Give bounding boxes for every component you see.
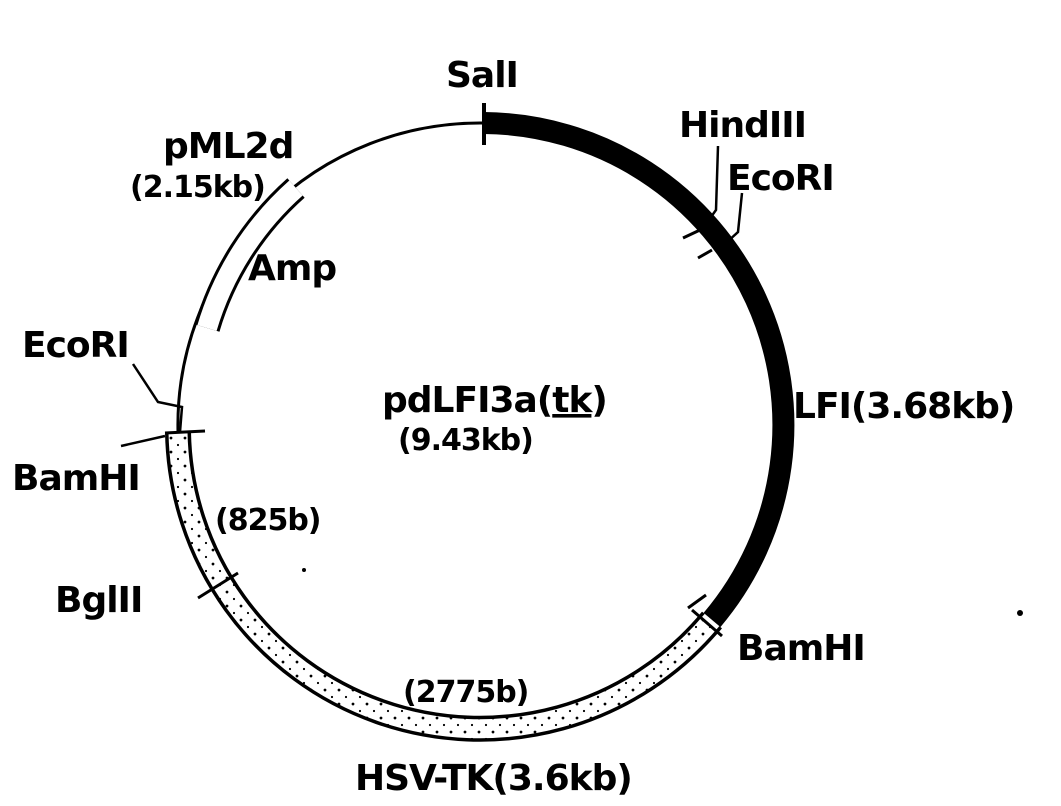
hsv-tk-2775b-label: (2775b)	[403, 675, 528, 710]
leader-lines	[120, 145, 744, 448]
hsv-tk-825b-label: (825b)	[215, 503, 321, 538]
sali-label: SalI	[446, 55, 518, 96]
amp-label: Amp	[248, 248, 336, 289]
pml2d-size-label: (2.15kb)	[130, 170, 265, 205]
hsv-tk-label: HSV-TK(3.6kb)	[355, 758, 632, 799]
hindiii-label: HindIII	[679, 105, 806, 146]
bglii-label: BglII	[55, 580, 142, 621]
svg-text:pdLFI3a(tk): pdLFI3a(tk)	[382, 380, 607, 421]
site-ticks	[164, 228, 723, 638]
lfi-segment	[482, 103, 795, 628]
plasmid-name: pdLFI3a(	[382, 380, 552, 421]
lfi-label: LFI(3.68kb)	[793, 386, 1014, 427]
plasmid-size: (9.43kb)	[398, 423, 533, 458]
amp-marker	[194, 178, 305, 332]
plasmid-name-close: )	[591, 380, 606, 421]
ecori-left-label: EcoRI	[22, 325, 129, 366]
plasmid-name-tk: tk	[552, 380, 593, 421]
pml2d-label: pML2d	[163, 126, 293, 167]
hsv-tk-segment	[165, 431, 722, 742]
ecori-right-label: EcoRI	[727, 158, 834, 199]
plasmid-title: pdLFI3a(tk) (9.43kb)	[382, 380, 608, 458]
bamhi-left-label: BamHI	[12, 458, 140, 499]
bamhi-right-label: BamHI	[737, 628, 865, 669]
scan-artifacts	[302, 568, 1023, 616]
